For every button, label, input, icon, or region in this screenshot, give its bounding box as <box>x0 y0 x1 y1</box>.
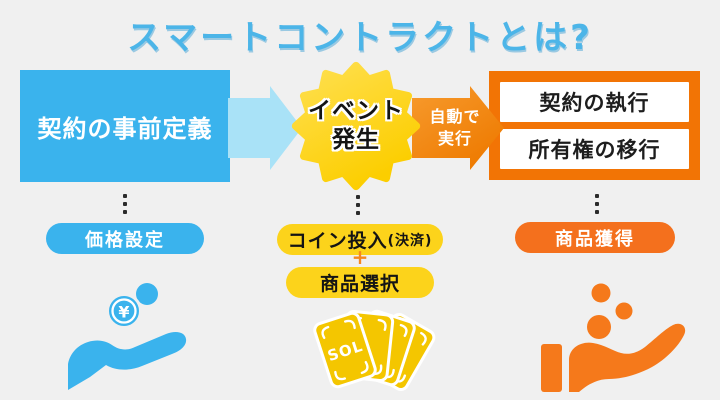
plus-sign: + <box>351 245 369 269</box>
product-acquire-label: 商品獲得 <box>555 228 635 250</box>
dot <box>123 202 127 206</box>
auto-execute-arrow-shape <box>412 86 504 170</box>
small-coin <box>136 283 158 305</box>
cuff-shape <box>541 344 562 392</box>
price-setting-label: 価格設定 <box>85 229 165 251</box>
event-burst-icon <box>291 61 421 191</box>
page-title: スマートコントラクトとは? <box>127 18 593 58</box>
execution-item-label: 契約の執行 <box>539 91 650 115</box>
auto-line1: 自動で <box>429 107 481 127</box>
auto-execute-label: 自動で 実行 <box>412 84 498 172</box>
dot <box>356 211 360 215</box>
hand-receiving-coins-icon <box>541 283 686 392</box>
ownership-transfer-label: 所有権の移行 <box>528 138 661 162</box>
ownership-transfer-item: 所有権の移行 <box>500 129 689 169</box>
dot <box>356 203 360 207</box>
dot <box>595 210 599 214</box>
dotted-connector-left <box>123 194 127 214</box>
auto-execute-arrow-icon <box>412 86 504 170</box>
arrow-right-icon <box>228 86 302 170</box>
hand-with-yen-coin-icon: ¥ <box>68 283 187 390</box>
falling-coin-1 <box>591 283 611 303</box>
receiving-hand-shape <box>569 323 686 392</box>
dot <box>123 210 127 214</box>
arrow-right-shape <box>228 86 302 170</box>
contract-predefinition-box: 契約の事前定義 <box>20 70 230 182</box>
falling-coin-3 <box>587 315 611 339</box>
coin-insert-note: (決済) <box>387 232 433 249</box>
event-line1: イベント <box>308 98 404 125</box>
dot <box>595 202 599 206</box>
auto-line2: 実行 <box>437 129 472 148</box>
product-select-label: 商品選択 <box>319 273 400 295</box>
falling-coin-2 <box>615 302 633 320</box>
burst-shape <box>291 61 421 191</box>
event-burst-label: イベント 発生 <box>294 64 418 188</box>
yen-symbol: ¥ <box>118 303 129 322</box>
dot <box>123 194 127 198</box>
coin-insert-label: コイン投入 <box>287 230 388 252</box>
sol-cards-icon: SOL <box>313 308 438 394</box>
execution-box: 契約の執行 所有権の移行 <box>489 71 700 180</box>
front-card: SOL <box>313 311 377 389</box>
price-setting-pill: 価格設定 <box>46 223 204 254</box>
event-line2: 発生 <box>332 127 380 153</box>
dot <box>356 195 360 199</box>
contract-predefinition-label: 契約の事前定義 <box>37 114 213 143</box>
coin-insert-pill: コイン投入(決済) <box>277 224 443 255</box>
yen-coin-ring <box>111 298 137 324</box>
dot <box>595 194 599 198</box>
execution-item: 契約の執行 <box>500 82 689 122</box>
dotted-connector-right <box>595 194 599 214</box>
dotted-connector-middle <box>356 195 360 215</box>
product-select-pill: 商品選択 <box>286 267 434 298</box>
product-acquire-pill: 商品獲得 <box>515 222 675 253</box>
hand-shape <box>68 331 187 390</box>
